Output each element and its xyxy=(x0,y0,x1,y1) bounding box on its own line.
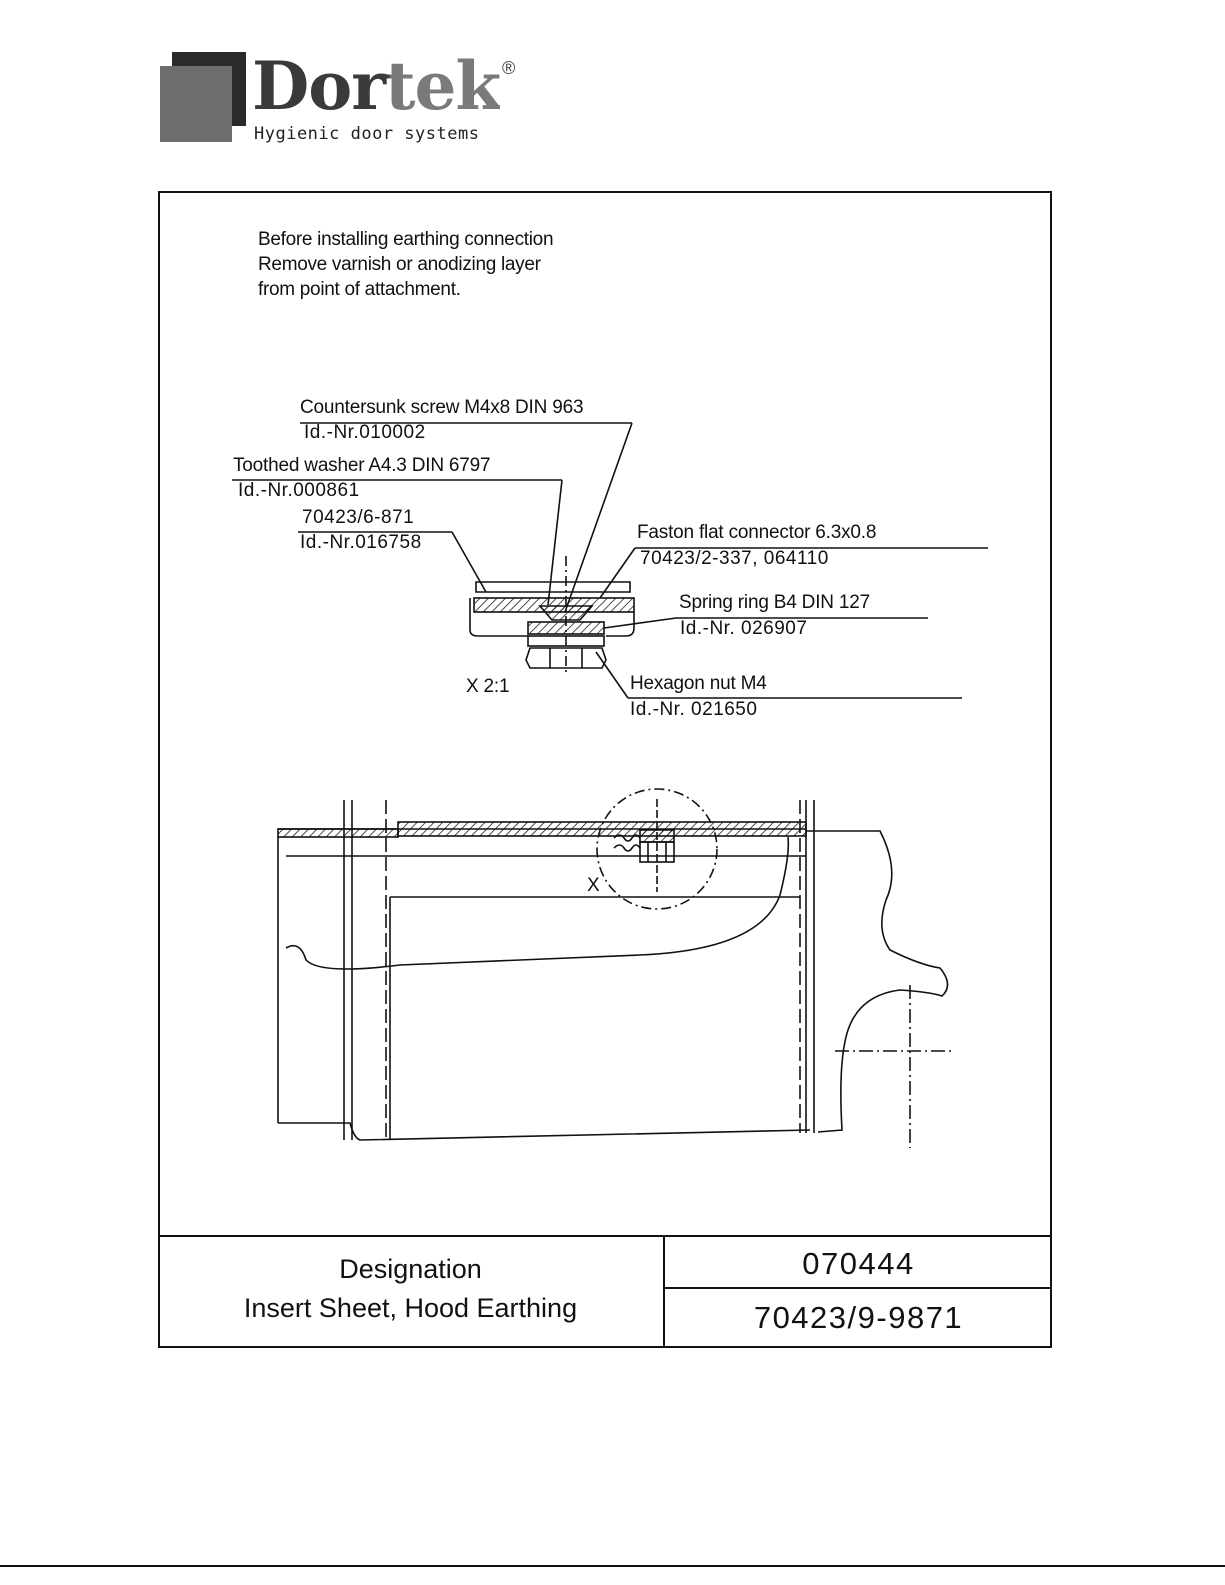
title-block: Designation Insert Sheet, Hood Earthing … xyxy=(158,1235,1052,1350)
registered-mark: ® xyxy=(502,58,516,78)
drawing-number-2: 70423/9-9871 xyxy=(753,1300,964,1335)
hexagon-nut-label: Hexagon nut M4 xyxy=(630,673,767,694)
spring-ring-id: Id.-Nr. 026907 xyxy=(680,618,808,639)
countersunk-screw-label: Countersunk screw M4x8 DIN 963 xyxy=(300,397,584,418)
logo-brand: Dortek xyxy=(252,47,501,125)
note-line-1: Before installing earthing connection xyxy=(258,229,554,250)
hexagon-nut-id: Id.-Nr. 021650 xyxy=(630,699,758,720)
page-bottom-rule xyxy=(0,1565,1225,1567)
countersunk-screw-id: Id.-Nr.010002 xyxy=(304,422,426,443)
note-line-2: Remove varnish or anodizing layer xyxy=(258,254,541,275)
detail-scale-label: X 2:1 xyxy=(466,676,510,697)
note-line-3: from point of attachment. xyxy=(258,279,461,300)
drawing-frame xyxy=(158,191,1052,1348)
number-cell-1: 070444 xyxy=(665,1237,1052,1289)
toothed-washer-label: Toothed washer A4.3 DIN 6797 xyxy=(233,455,491,476)
logo-tagline: Hygienic door systems xyxy=(254,124,480,144)
faston-label: Faston flat connector 6.3x0.8 xyxy=(637,522,877,543)
faston-id: 70423/2-337, 064110 xyxy=(640,548,829,569)
designation-label: Designation xyxy=(339,1254,482,1284)
part-70423-label: 70423/6-871 xyxy=(302,507,415,528)
detail-marker: X xyxy=(587,875,600,896)
spring-ring-label: Spring ring B4 DIN 127 xyxy=(679,592,870,613)
designation-value: Insert Sheet, Hood Earthing xyxy=(243,1293,578,1323)
dortek-logo: Dortek ® Hygienic door systems xyxy=(160,47,540,152)
part-70423-id: Id.-Nr.016758 xyxy=(300,532,422,553)
number-cell-2: 70423/9-9871 xyxy=(665,1289,1052,1348)
toothed-washer-id: Id.-Nr.000861 xyxy=(238,480,360,501)
designation-cell: Designation Insert Sheet, Hood Earthing xyxy=(158,1237,665,1348)
logo-mark-icon xyxy=(160,52,246,142)
drawing-number-1: 070444 xyxy=(802,1246,915,1281)
